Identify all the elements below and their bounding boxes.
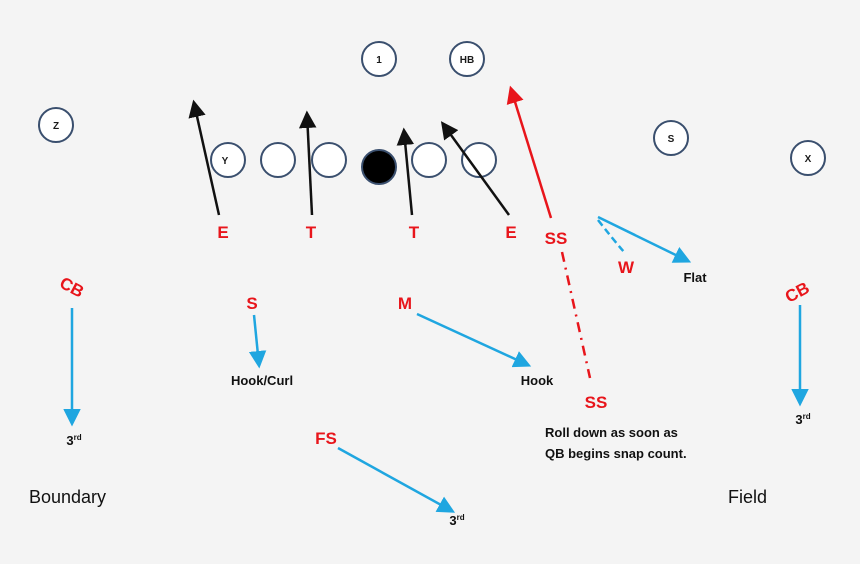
y-circle bbox=[210, 142, 246, 178]
cb-left-label: CB bbox=[56, 273, 87, 301]
boundary-label: Boundary bbox=[29, 487, 106, 507]
ss-note: Roll down as soon as QB begins snap coun… bbox=[545, 425, 687, 461]
defense-labels: E T T E SS W CB CB S M SS FS bbox=[56, 223, 812, 448]
rush-arrows bbox=[188, 99, 511, 216]
ss-end-label: SS bbox=[585, 393, 608, 412]
ss-note-line2: QB begins snap count. bbox=[545, 446, 687, 461]
coverage-arrows bbox=[63, 215, 809, 513]
offense-players: 1 HB Z Y S X bbox=[38, 41, 826, 185]
fs-third-arrow bbox=[337, 446, 456, 513]
lineman-lg bbox=[311, 142, 347, 178]
ss-note-line1: Roll down as soon as bbox=[545, 425, 678, 440]
z-label: Z bbox=[53, 121, 59, 132]
x-circle bbox=[790, 140, 826, 176]
hook-label: Hook bbox=[521, 373, 554, 388]
hb-circle bbox=[449, 41, 485, 77]
field-label: Field bbox=[728, 487, 767, 507]
rush-arrow-e-left bbox=[188, 99, 221, 216]
s-hook-curl-arrow bbox=[248, 314, 267, 369]
cb-right-label: CB bbox=[782, 278, 813, 306]
x-label: X bbox=[805, 154, 812, 165]
ss-rush-arrow bbox=[506, 85, 553, 219]
assignment-labels: Flat Hook/Curl Hook 3rd 3rd 3rd bbox=[66, 270, 810, 528]
fs-label: FS bbox=[315, 429, 337, 448]
w-flat-arrow bbox=[597, 215, 692, 263]
y-label: Y bbox=[222, 156, 229, 167]
rush-arrow-t-left bbox=[298, 110, 317, 216]
third-right-label: 3rd bbox=[795, 412, 810, 427]
m-hook-arrow bbox=[416, 312, 532, 368]
lineman-lt bbox=[260, 142, 296, 178]
center-ball bbox=[361, 149, 397, 185]
hb-label: HB bbox=[460, 55, 474, 66]
z-circle bbox=[38, 107, 74, 143]
rush-arrow-t-right bbox=[396, 127, 415, 216]
e-left-label: E bbox=[217, 223, 228, 242]
third-left-label: 3rd bbox=[66, 433, 81, 448]
hook-curl-label: Hook/Curl bbox=[231, 373, 293, 388]
lineman-rg bbox=[411, 142, 447, 178]
third-fs-label: 3rd bbox=[449, 513, 464, 528]
lineman-rt bbox=[461, 142, 497, 178]
ss-start-label: SS bbox=[545, 229, 568, 248]
s-defense-label: S bbox=[246, 294, 257, 313]
w-label: W bbox=[618, 258, 635, 277]
t-right-label: T bbox=[409, 223, 420, 242]
m-label: M bbox=[398, 294, 412, 313]
t-left-label: T bbox=[306, 223, 317, 242]
flat-label: Flat bbox=[683, 270, 707, 285]
e-right-label: E bbox=[505, 223, 516, 242]
s-offense-circle bbox=[653, 120, 689, 156]
w-alt-path bbox=[597, 219, 625, 253]
qb-label: 1 bbox=[376, 55, 382, 66]
ss-rolldown-path bbox=[560, 251, 592, 379]
rush-arrow-e-right bbox=[440, 121, 511, 216]
qb-circle bbox=[361, 41, 397, 77]
s-offense-label: S bbox=[668, 134, 675, 145]
